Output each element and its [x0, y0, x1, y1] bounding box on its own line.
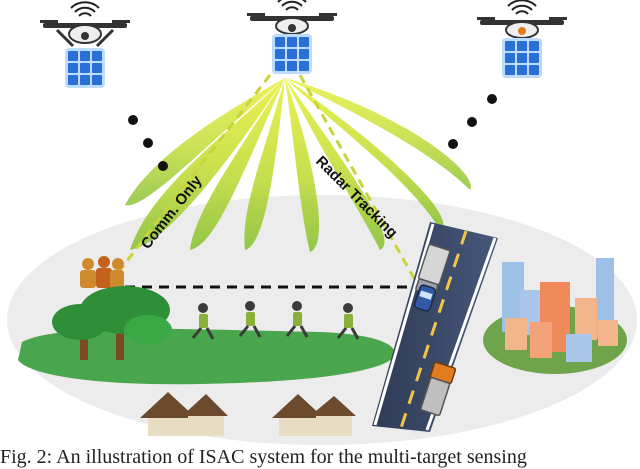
road [372, 222, 498, 432]
car [413, 284, 437, 312]
ellipsis-dots-right [448, 94, 497, 149]
uav-right [477, 0, 567, 78]
park-lawn [18, 328, 396, 385]
comm-link-line [118, 74, 272, 271]
trees [52, 286, 172, 360]
city [483, 258, 627, 374]
radar-link-line [298, 74, 417, 281]
houses-left [140, 392, 228, 436]
uav-left [40, 1, 130, 88]
uav-center [247, 0, 337, 74]
runners [191, 301, 360, 340]
people-group [80, 256, 124, 288]
houses-right [272, 394, 356, 436]
ellipsis-dots-left [128, 115, 168, 171]
truck-bottom [420, 361, 457, 417]
figure-caption: Fig. 2: An illustration of ISAC system f… [0, 446, 527, 468]
